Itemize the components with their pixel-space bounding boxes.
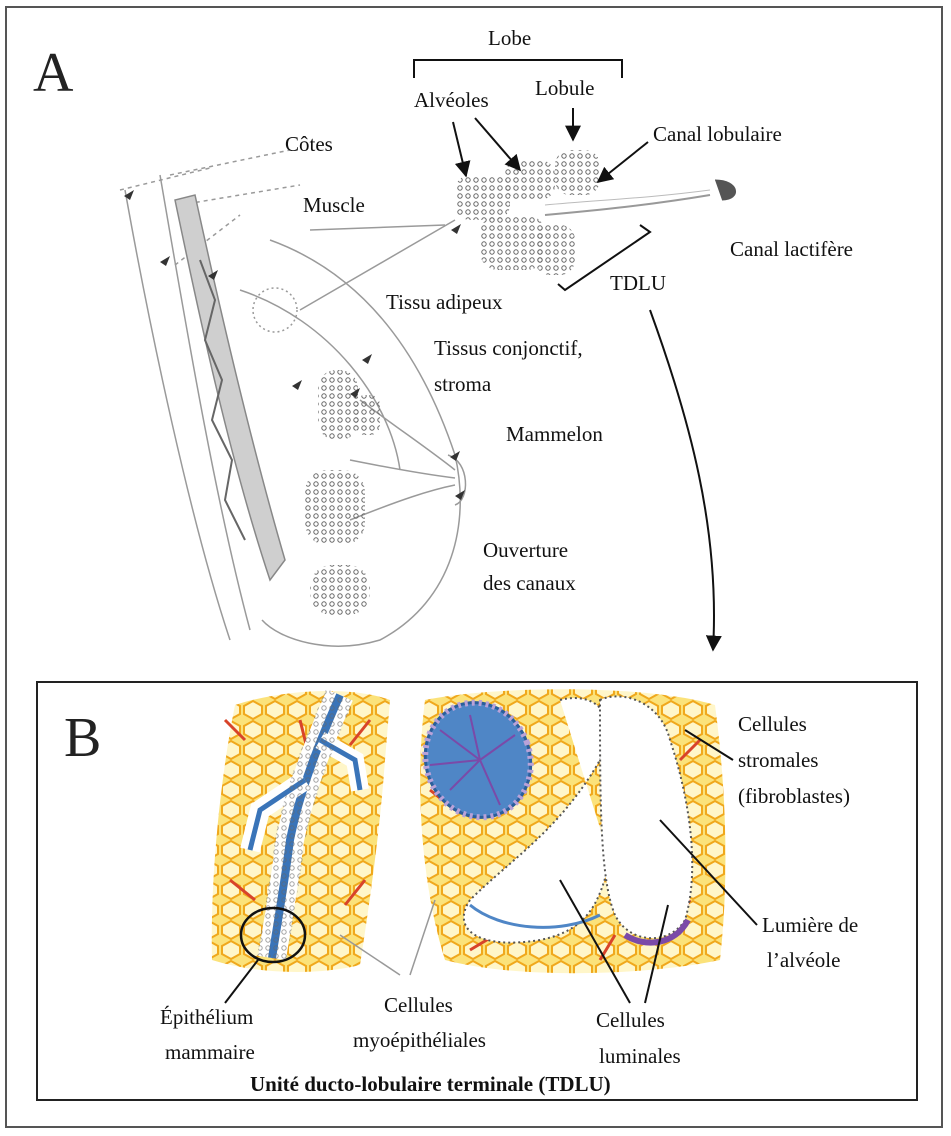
label-alveoles: Alvéoles	[414, 88, 489, 112]
label-lumiere-line1: Lumière de	[762, 913, 858, 937]
label-tissu-adipeux: Tissu adipeux	[386, 290, 503, 314]
label-mammelon: Mammelon	[506, 422, 603, 446]
label-epithelium-line2: mammaire	[165, 1040, 255, 1064]
label-cotes: Côtes	[285, 132, 333, 156]
panel-b-caption: Unité ducto-lobulaire terminale (TDLU)	[250, 1072, 611, 1097]
label-lobe: Lobe	[488, 26, 531, 50]
canal-lobulaire-arrow	[598, 142, 648, 182]
sketch-pointers	[124, 190, 465, 500]
label-cellules-stromales-line1: Cellules	[738, 712, 807, 736]
label-cellules-stromales-line2: stromales	[738, 748, 818, 772]
label-ouverture-line2: des canaux	[483, 571, 576, 595]
label-muscle: Muscle	[303, 193, 365, 217]
label-canal-lactifere: Canal lactifère	[730, 237, 853, 261]
label-ouverture-line1: Ouverture	[483, 538, 568, 562]
label-epithelium-line1: Épithélium	[160, 1005, 253, 1029]
histology-right	[409, 688, 725, 973]
label-tissus-conjonctif-line2: stroma	[434, 372, 491, 396]
label-lumiere-line2: l’alvéole	[767, 948, 840, 972]
myo-pointer-2	[410, 900, 435, 975]
histology-left	[212, 691, 390, 972]
label-tdlu: TDLU	[610, 271, 666, 295]
label-lobule: Lobule	[535, 76, 594, 100]
breast-lobules	[305, 370, 380, 615]
label-luminales-line2: luminales	[599, 1044, 681, 1068]
label-luminales-line1: Cellules	[596, 1008, 665, 1032]
label-myo-line1: Cellules	[384, 993, 453, 1017]
panel-a-letter: A	[33, 45, 73, 101]
label-myo-line2: myoépithéliales	[353, 1028, 486, 1052]
lobe-inset	[455, 150, 736, 275]
breast-sketch	[120, 150, 465, 646]
alveoles-arrow-1	[453, 122, 466, 176]
label-canal-lobulaire: Canal lobulaire	[653, 122, 782, 146]
label-tissus-conjonctif-line1: Tissus conjonctif,	[434, 336, 583, 360]
tdlu-to-panel-b-arrow	[650, 310, 714, 650]
alveoles-arrow-2	[475, 118, 520, 170]
label-cellules-stromales-line3: (fibroblastes)	[738, 784, 850, 808]
panel-b-letter: B	[64, 710, 101, 766]
